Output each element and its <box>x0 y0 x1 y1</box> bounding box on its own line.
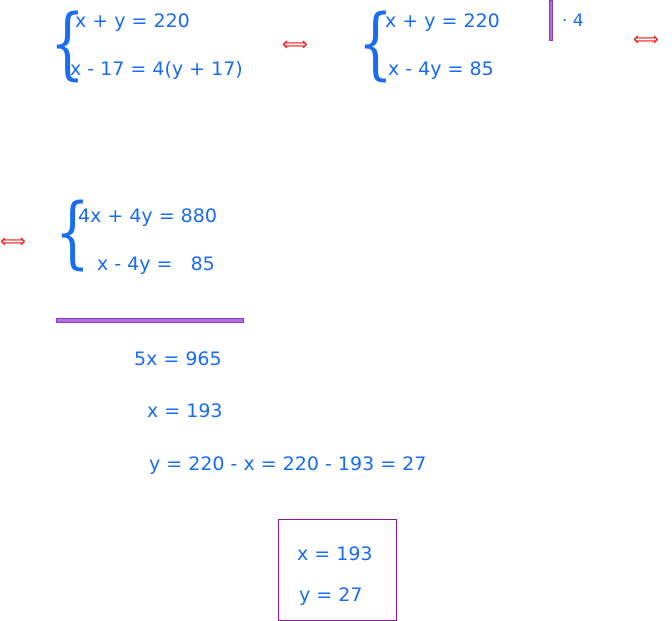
step: x = 193 <box>147 400 223 422</box>
step: y = 220 - x = 220 - 193 = 27 <box>149 453 427 475</box>
addition-line <box>56 318 244 323</box>
result-x: x = 193 <box>297 543 373 565</box>
equivalence-arrow-icon: ⟺ <box>0 231 26 252</box>
step: 5x = 965 <box>134 348 222 370</box>
result-y: y = 27 <box>299 584 363 606</box>
equivalence-arrow-icon: ⟺ <box>282 34 308 55</box>
brace: { <box>55 188 90 278</box>
equation: x - 17 = 4(y + 17) <box>70 58 243 80</box>
brace: { <box>50 0 85 89</box>
equation: 4x + 4y = 880 <box>78 205 217 227</box>
brace: { <box>358 0 393 89</box>
equation: x + y = 220 <box>385 10 500 32</box>
equivalence-arrow-icon: ⟺ <box>633 29 659 50</box>
multiplier: · 4 <box>562 11 584 31</box>
equation: x - 4y = 85 <box>388 58 494 80</box>
equation: x + y = 220 <box>75 10 190 32</box>
equation: x - 4y = 85 <box>97 253 215 275</box>
operation-bar <box>549 0 553 41</box>
